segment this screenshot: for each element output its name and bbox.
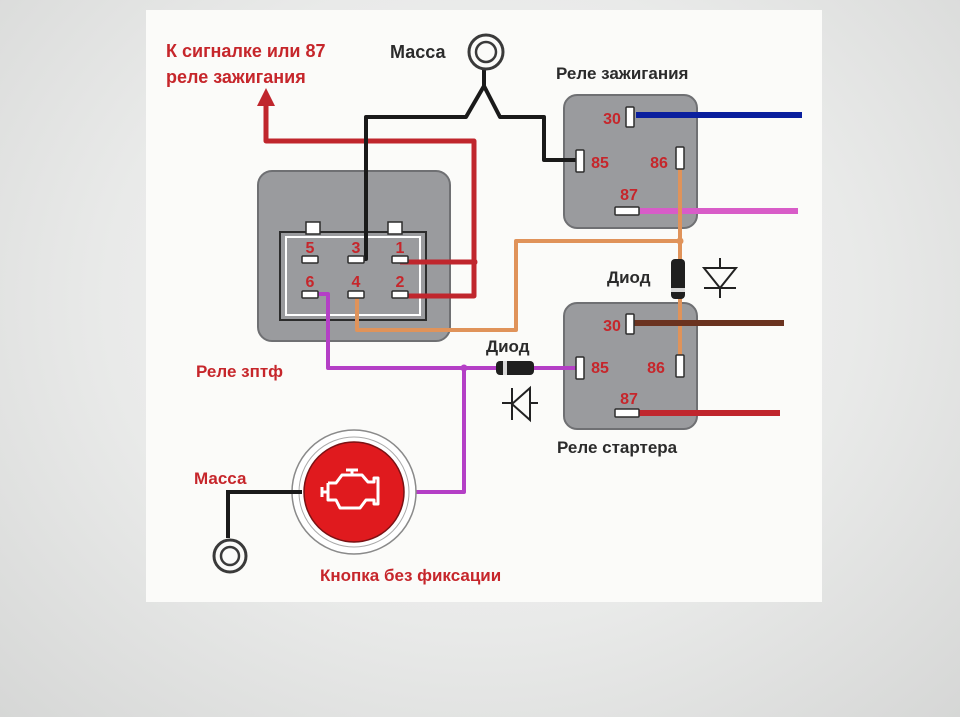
ground-top-label: Масса xyxy=(390,42,446,62)
ignition-pin-85: 85 xyxy=(591,155,609,172)
diode-symbol-icon xyxy=(502,385,538,423)
to-alarm-label-line2: реле зажигания xyxy=(166,67,306,87)
ignition-pin-86: 86 xyxy=(650,155,668,172)
ptf-pin-6: 6 xyxy=(306,274,315,291)
ptf-pin-4: 4 xyxy=(352,274,361,291)
ptf-pin-5: 5 xyxy=(306,240,315,257)
starter-relay-pins xyxy=(575,313,685,418)
check-engine-icon xyxy=(320,468,380,510)
starter-pin-87: 87 xyxy=(620,391,638,408)
ptf-relay-label: Реле зптф xyxy=(196,362,283,381)
ptf-pin-3: 3 xyxy=(352,240,361,257)
ground-ring-terminal-icon xyxy=(212,538,248,574)
starter-pin-85: 85 xyxy=(591,360,609,377)
arrow-up-icon xyxy=(257,88,275,106)
ignition-relay-label: Реле зажигания xyxy=(556,64,688,83)
ground-left-label: Масса xyxy=(194,469,247,488)
button-label: Кнопка без фиксации xyxy=(320,566,501,585)
purple-wire xyxy=(311,292,578,494)
ignition-relay-pins xyxy=(575,106,685,216)
ptf-pin-1: 1 xyxy=(396,240,405,257)
to-alarm-label-line1: К сигналке или 87 xyxy=(166,41,326,61)
starter-relay-label: Реле стартера xyxy=(557,438,678,457)
diode-bottom-label: Диод xyxy=(486,337,530,356)
ignition-pin-30: 30 xyxy=(603,111,621,128)
ptf-relay-pins xyxy=(301,255,409,299)
red-wire-to-alarm xyxy=(263,104,478,299)
black-ground-wire-button xyxy=(226,490,302,538)
starter-pin-86: 86 xyxy=(647,360,665,377)
ignition-pin-87: 87 xyxy=(620,187,638,204)
diode-vertical xyxy=(671,259,685,299)
ground-ring-terminal-icon xyxy=(467,33,505,71)
ptf-pin-2: 2 xyxy=(396,274,405,291)
starter-pin-30: 30 xyxy=(603,318,621,335)
momentary-button xyxy=(291,429,417,555)
diode-top-label: Диод xyxy=(607,268,651,287)
black-ground-wire xyxy=(359,70,578,261)
diode-horizontal xyxy=(496,361,534,375)
diode-symbol-icon xyxy=(701,258,739,298)
orange-wire xyxy=(355,160,684,360)
